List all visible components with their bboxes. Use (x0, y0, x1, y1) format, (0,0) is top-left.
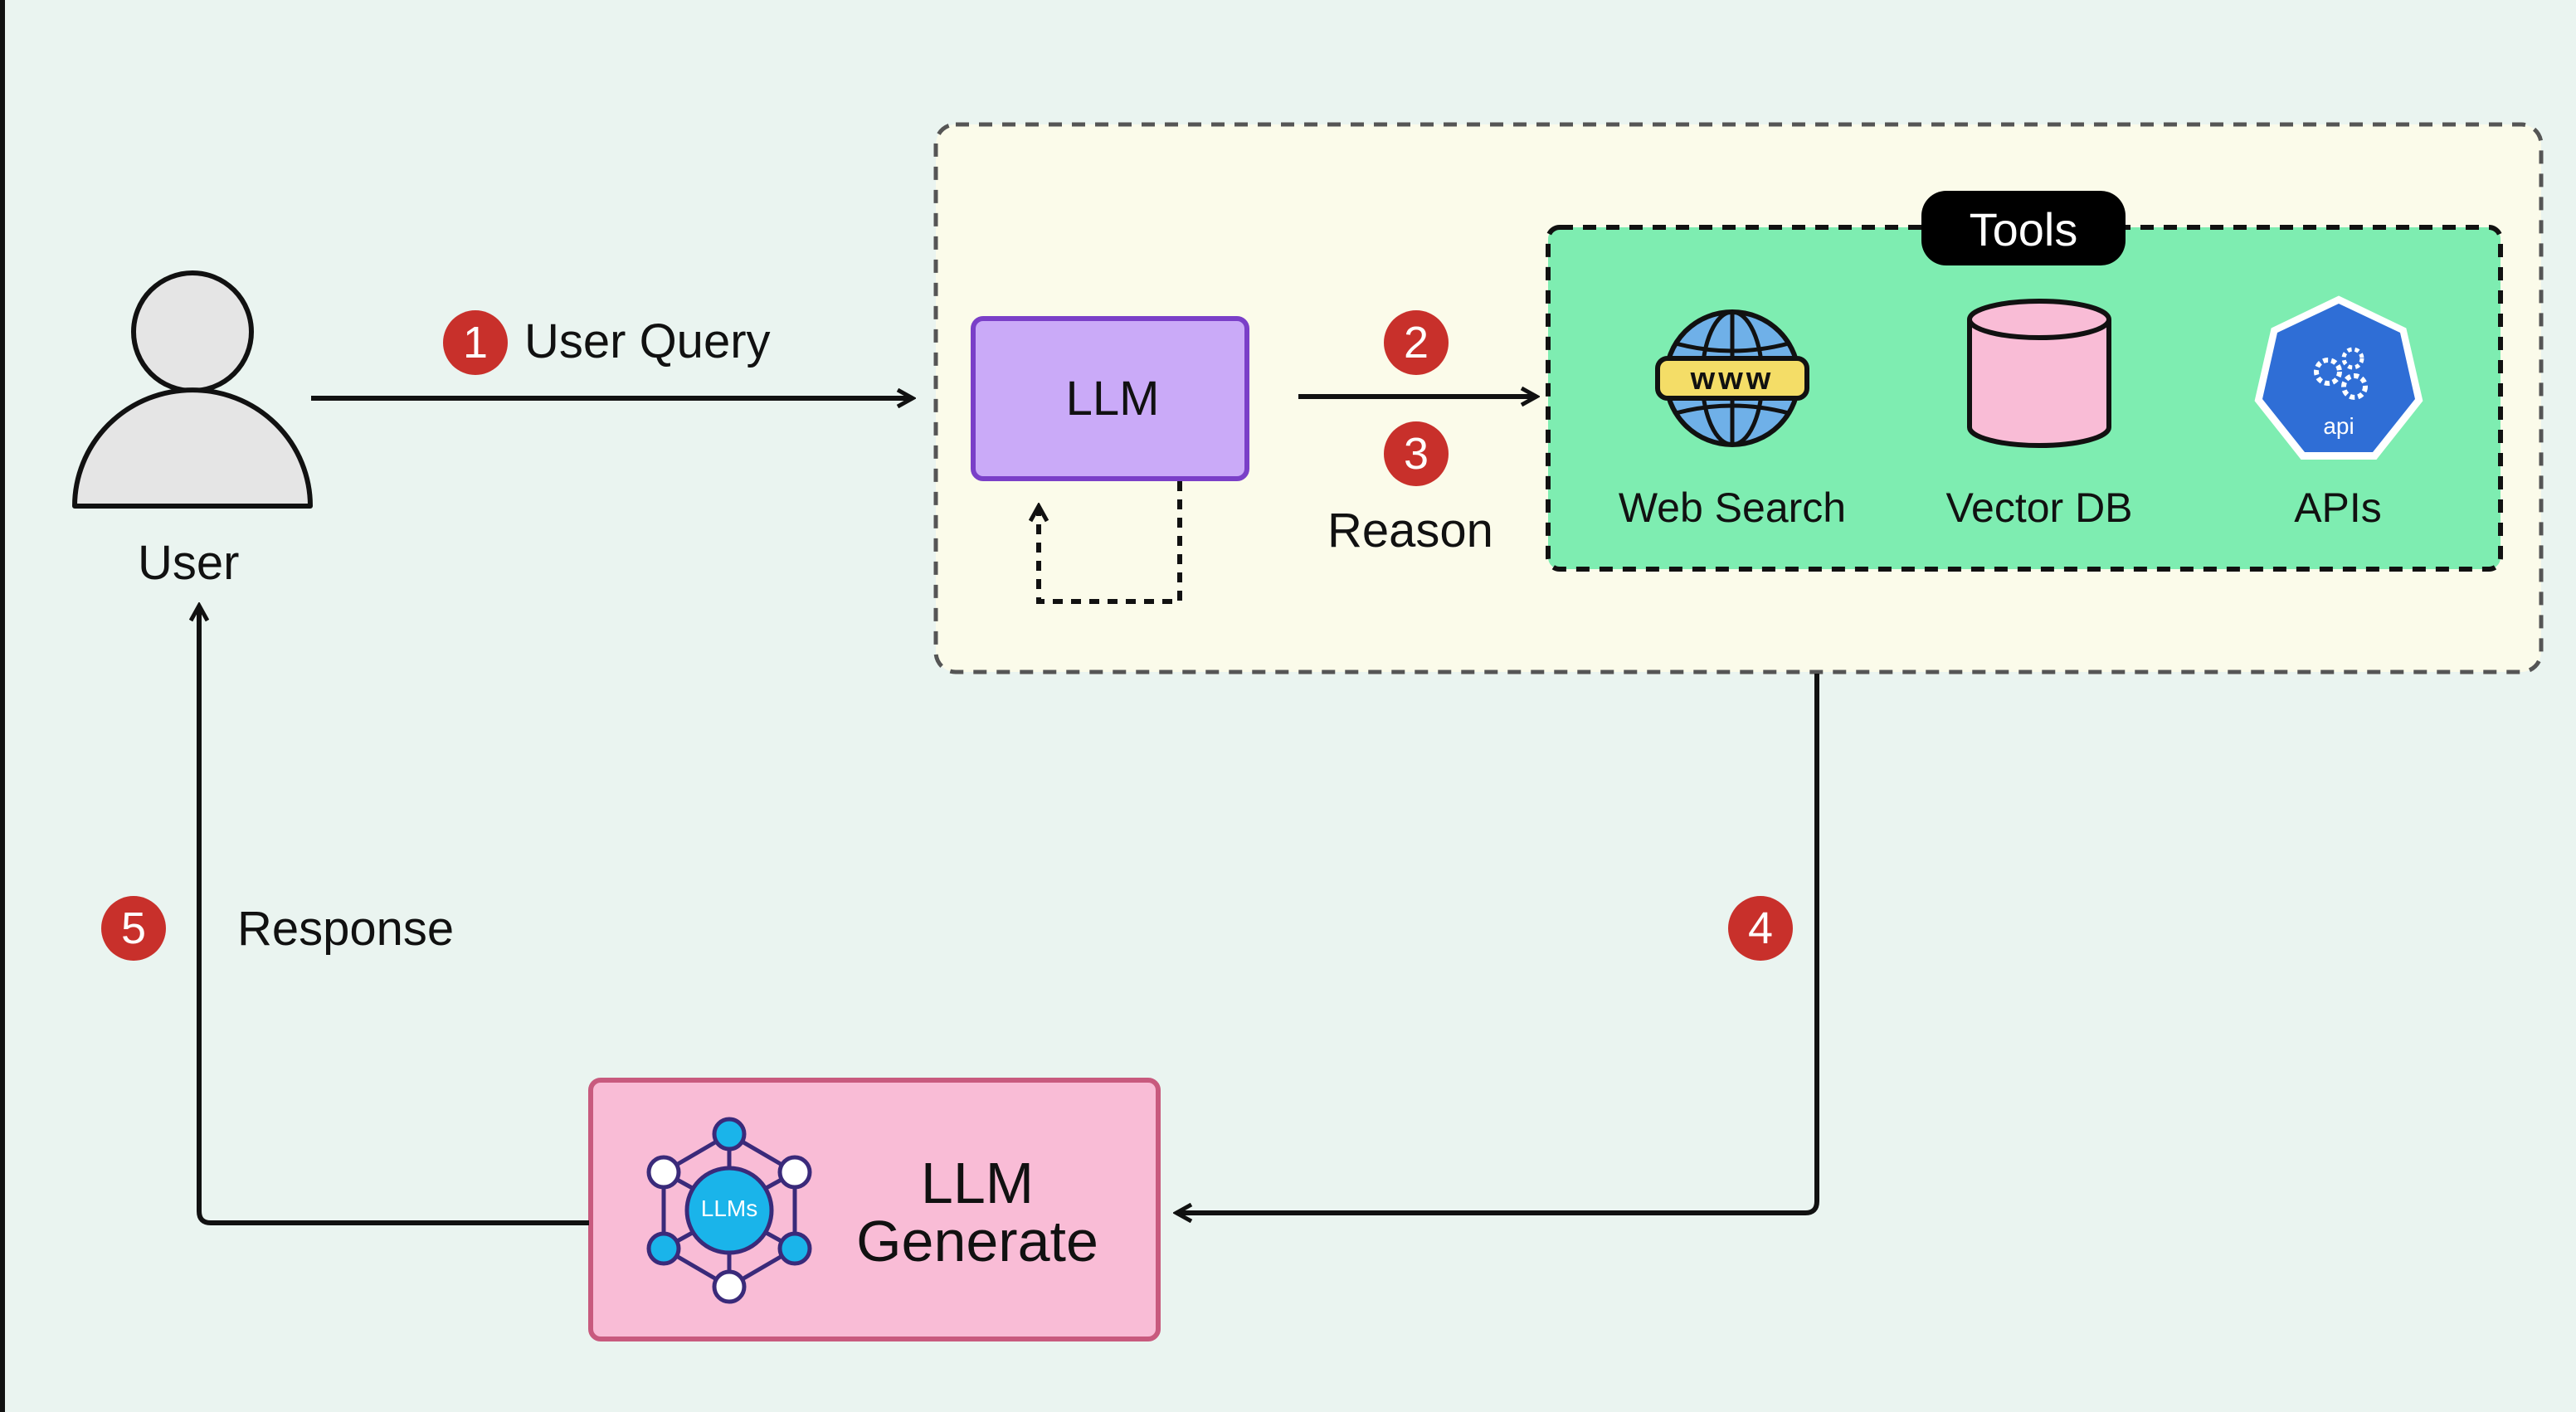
step-badge-1: 1 (443, 310, 508, 375)
database-cylinder-icon (1967, 299, 2111, 448)
tools-title: Tools (1969, 203, 2078, 256)
globe-www-icon: www (1655, 309, 1809, 447)
step-badge-5: 5 (101, 896, 166, 961)
llm-network-icon (646, 1117, 812, 1304)
api-gear-icon (2254, 295, 2423, 460)
web-search-label: Web Search (1618, 484, 1847, 531)
reason-label: Reason (1327, 504, 1493, 557)
user-query-label: User Query (524, 314, 771, 368)
generate-box-line1: LLM (920, 1151, 1035, 1215)
arrow-response-to-user (199, 606, 589, 1225)
svg-text:www: www (1690, 362, 1775, 397)
user-label: User (138, 536, 240, 590)
llm-box-label: LLM (1065, 372, 1160, 426)
api-icon-text: api (2323, 413, 2354, 439)
arrow-tools-to-generate (1176, 674, 1819, 1213)
llms-icon-text: LLMs (700, 1195, 758, 1221)
llm-box (971, 316, 1249, 481)
apis-label: APIs (2294, 484, 2382, 531)
vector-db-label: Vector DB (1945, 484, 2133, 531)
generate-box-line2: Generate (856, 1209, 1098, 1273)
llm-self-loop-arrow (1039, 481, 1182, 604)
tools-title-pill (1921, 191, 2126, 265)
step-badge-4: 4 (1728, 896, 1793, 961)
step-badge-2: 2 (1384, 310, 1449, 375)
response-label: Response (237, 902, 455, 956)
step-badge-3: 3 (1384, 421, 1449, 486)
left-edge-border (0, 0, 5, 1412)
user-icon (72, 270, 313, 509)
